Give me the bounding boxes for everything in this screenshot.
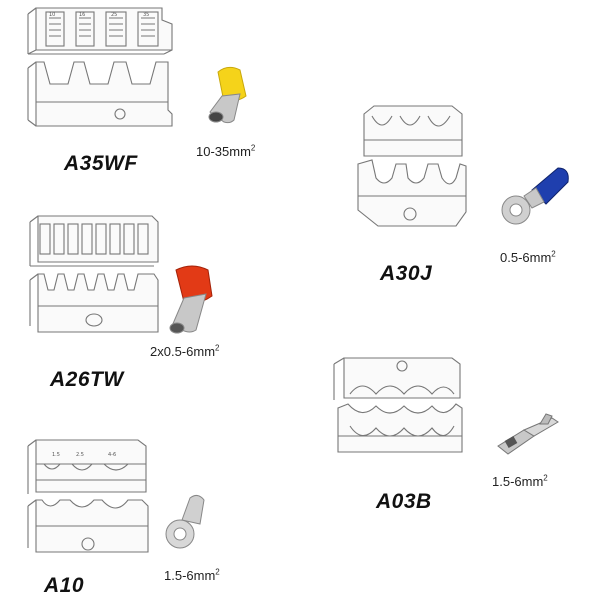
product-code-a35wf: A35WF [64, 152, 138, 175]
crimp-die-a35wf-image: 10 16 25 35 [27, 7, 173, 127]
product-code-a26tw: A26TW [50, 368, 124, 391]
die-mark: 4-6 [108, 452, 116, 458]
product-code-a03b: A03B [376, 490, 432, 513]
crimp-die-a10-image: 1.5 2.5 4-6 [27, 439, 149, 553]
crimp-die-a03b-image [333, 357, 463, 453]
ring-terminal-image [165, 494, 205, 549]
size-label-a30j: 0.5-6mm2 [500, 249, 556, 265]
size-label-a10: 1.5-6mm2 [164, 567, 220, 583]
size-label-a03b: 1.5-6mm2 [492, 473, 548, 489]
product-code-a30j: A30J [380, 262, 433, 285]
die-mark: 16 [79, 12, 85, 18]
product-code-a10: A10 [44, 574, 85, 597]
die-mark: 10 [49, 12, 55, 18]
die-mark: 2.5 [76, 452, 84, 458]
yellow-ferrule-image [208, 66, 247, 124]
crimp-die-a30j-image [357, 105, 467, 227]
die-mark: 35 [143, 12, 149, 18]
crimp-die-a26tw-image [29, 215, 159, 333]
die-mark: 25 [111, 12, 117, 18]
blue-ring-terminal-image [501, 167, 569, 225]
flat-female-terminal-image [497, 413, 559, 455]
size-label-a26tw: 2x0.5-6mm2 [150, 343, 220, 359]
size-label-a35wf: 10-35mm2 [196, 143, 256, 159]
red-ferrule-image [169, 265, 213, 334]
die-mark: 1.5 [52, 452, 60, 458]
